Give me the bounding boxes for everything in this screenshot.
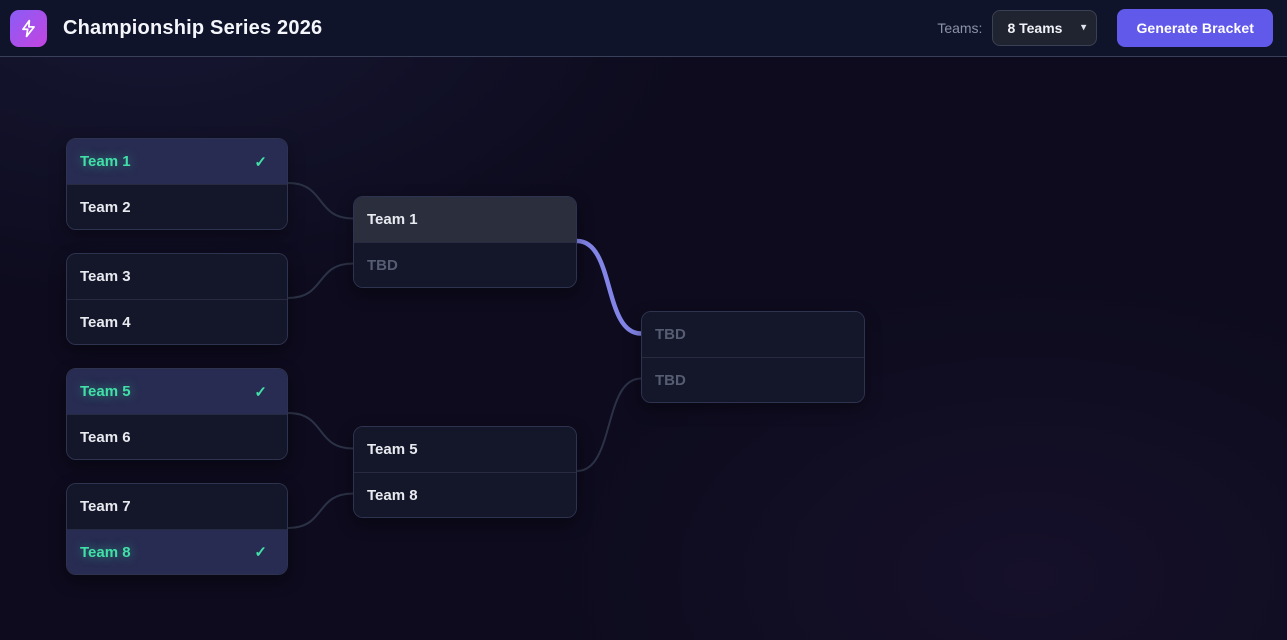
generate-bracket-button[interactable]: Generate Bracket: [1117, 9, 1273, 47]
app-header: Championship Series 2026 Teams: 8 Teams …: [0, 0, 1287, 57]
team-slot[interactable]: Team 4: [67, 299, 287, 344]
connector-line: [287, 262, 354, 299]
match-card-r2-m2: Team 5 Team 8: [353, 426, 577, 518]
team-slot[interactable]: TBD: [354, 242, 576, 287]
connector-line-highlighted: [574, 238, 644, 336]
match-card-r1-m1: Team 1 ✓ Team 2: [66, 138, 288, 230]
team-name: TBD: [655, 371, 686, 389]
team-name: Team 5: [80, 383, 131, 400]
app-logo: [10, 9, 47, 47]
team-name: Team 8: [367, 486, 418, 504]
connector-line: [576, 377, 642, 472]
page-title: Championship Series 2026: [63, 16, 323, 39]
team-name: Team 3: [80, 268, 131, 285]
team-slot[interactable]: Team 1: [354, 197, 576, 242]
connector-line: [287, 492, 354, 529]
teams-select[interactable]: 8 Teams: [992, 10, 1098, 46]
team-slot[interactable]: Team 8: [354, 472, 576, 517]
match-card-r1-m2: Team 3 Team 4: [66, 253, 288, 345]
teams-select-wrap: 8 Teams ▾: [992, 10, 1098, 46]
team-slot[interactable]: TBD: [642, 357, 864, 402]
team-name: Team 2: [80, 198, 131, 216]
check-icon: ✓: [254, 544, 267, 561]
match-card-r2-m1: Team 1 TBD: [353, 196, 577, 288]
team-name: Team 6: [80, 428, 131, 446]
team-slot[interactable]: Team 8 ✓: [67, 529, 287, 574]
team-name: Team 5: [367, 441, 418, 458]
team-name: Team 4: [80, 313, 131, 331]
team-slot[interactable]: Team 5 ✓: [67, 369, 287, 414]
match-card-r1-m3: Team 5 ✓ Team 6: [66, 368, 288, 460]
team-slot[interactable]: Team 3: [67, 254, 287, 299]
team-slot[interactable]: Team 6: [67, 414, 287, 459]
match-card-r1-m4: Team 7 Team 8 ✓: [66, 483, 288, 575]
team-name: TBD: [367, 256, 398, 274]
team-name: Team 7: [80, 498, 131, 515]
team-name: TBD: [655, 326, 686, 343]
team-slot[interactable]: TBD: [642, 312, 864, 357]
connector-line: [287, 182, 354, 220]
team-name: Team 1: [80, 153, 131, 170]
teams-label: Teams:: [937, 20, 983, 36]
check-icon: ✓: [254, 153, 267, 171]
team-name: Team 1: [367, 211, 418, 228]
connector-line: [287, 412, 354, 450]
team-name: Team 8: [80, 543, 131, 561]
team-slot[interactable]: Team 5: [354, 427, 576, 472]
match-card-r3-m1: TBD TBD: [641, 311, 865, 403]
team-slot[interactable]: Team 2: [67, 184, 287, 229]
check-icon: ✓: [254, 383, 267, 401]
team-slot[interactable]: Team 7: [67, 484, 287, 529]
lightning-bolt-icon: [19, 19, 38, 38]
team-slot[interactable]: Team 1 ✓: [67, 139, 287, 184]
